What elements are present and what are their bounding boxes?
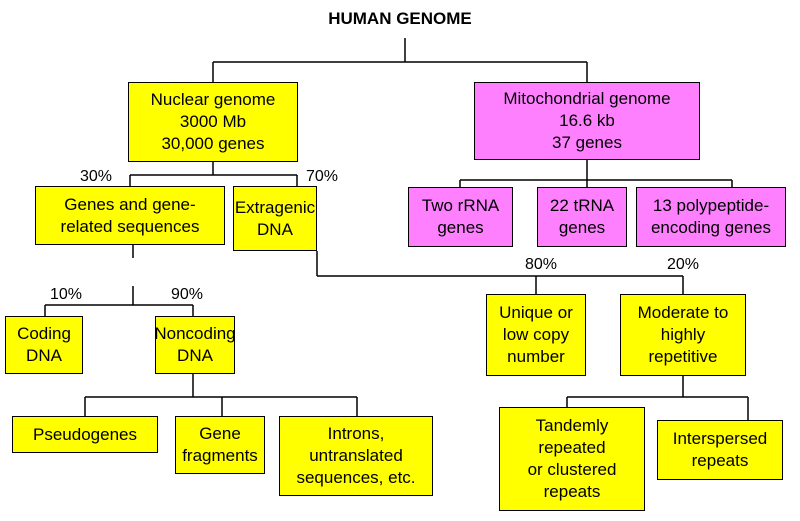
- coding-percentage: 10%: [50, 286, 83, 303]
- noncoding-percentage: 90%: [171, 286, 204, 303]
- gene-fragments-node: Gene fragments: [175, 416, 265, 474]
- noncoding-dna-node: Noncoding DNA: [154, 316, 236, 374]
- genes-related-node: Genes and gene- related sequences: [35, 186, 225, 245]
- genes-percentage: 30%: [80, 168, 113, 185]
- interspersed-repeats-node: Interspersed repeats: [657, 420, 783, 480]
- polypeptide-genes-node: 13 polypeptide- encoding genes: [636, 187, 786, 247]
- mitochondrial-genome-node: Mitochondrial genome 16.6 kb 37 genes: [474, 82, 700, 160]
- nuclear-genome-node: Nuclear genome 3000 Mb 30,000 genes: [128, 82, 298, 162]
- repetitive-node: Moderate to highly repetitive: [620, 294, 746, 376]
- repetitive-percentage: 20%: [667, 256, 700, 273]
- extragenic-dna-node: Extragenic DNA: [233, 186, 317, 251]
- rrna-genes-node: Two rRNA genes: [408, 187, 513, 247]
- tandem-repeats-node: Tandemly repeated or clustered repeats: [499, 407, 645, 511]
- coding-dna-node: Coding DNA: [5, 316, 83, 374]
- unique-low-copy-node: Unique or low copy number: [486, 294, 586, 376]
- pseudogenes-node: Pseudogenes: [12, 416, 158, 453]
- diagram-title: HUMAN GENOME: [328, 9, 472, 28]
- introns-untranslated-node: Introns, untranslated sequences, etc.: [279, 416, 433, 496]
- extragenic-percentage: 70%: [306, 168, 339, 185]
- unique-percentage: 80%: [525, 256, 558, 273]
- trna-genes-node: 22 tRNA genes: [537, 187, 627, 247]
